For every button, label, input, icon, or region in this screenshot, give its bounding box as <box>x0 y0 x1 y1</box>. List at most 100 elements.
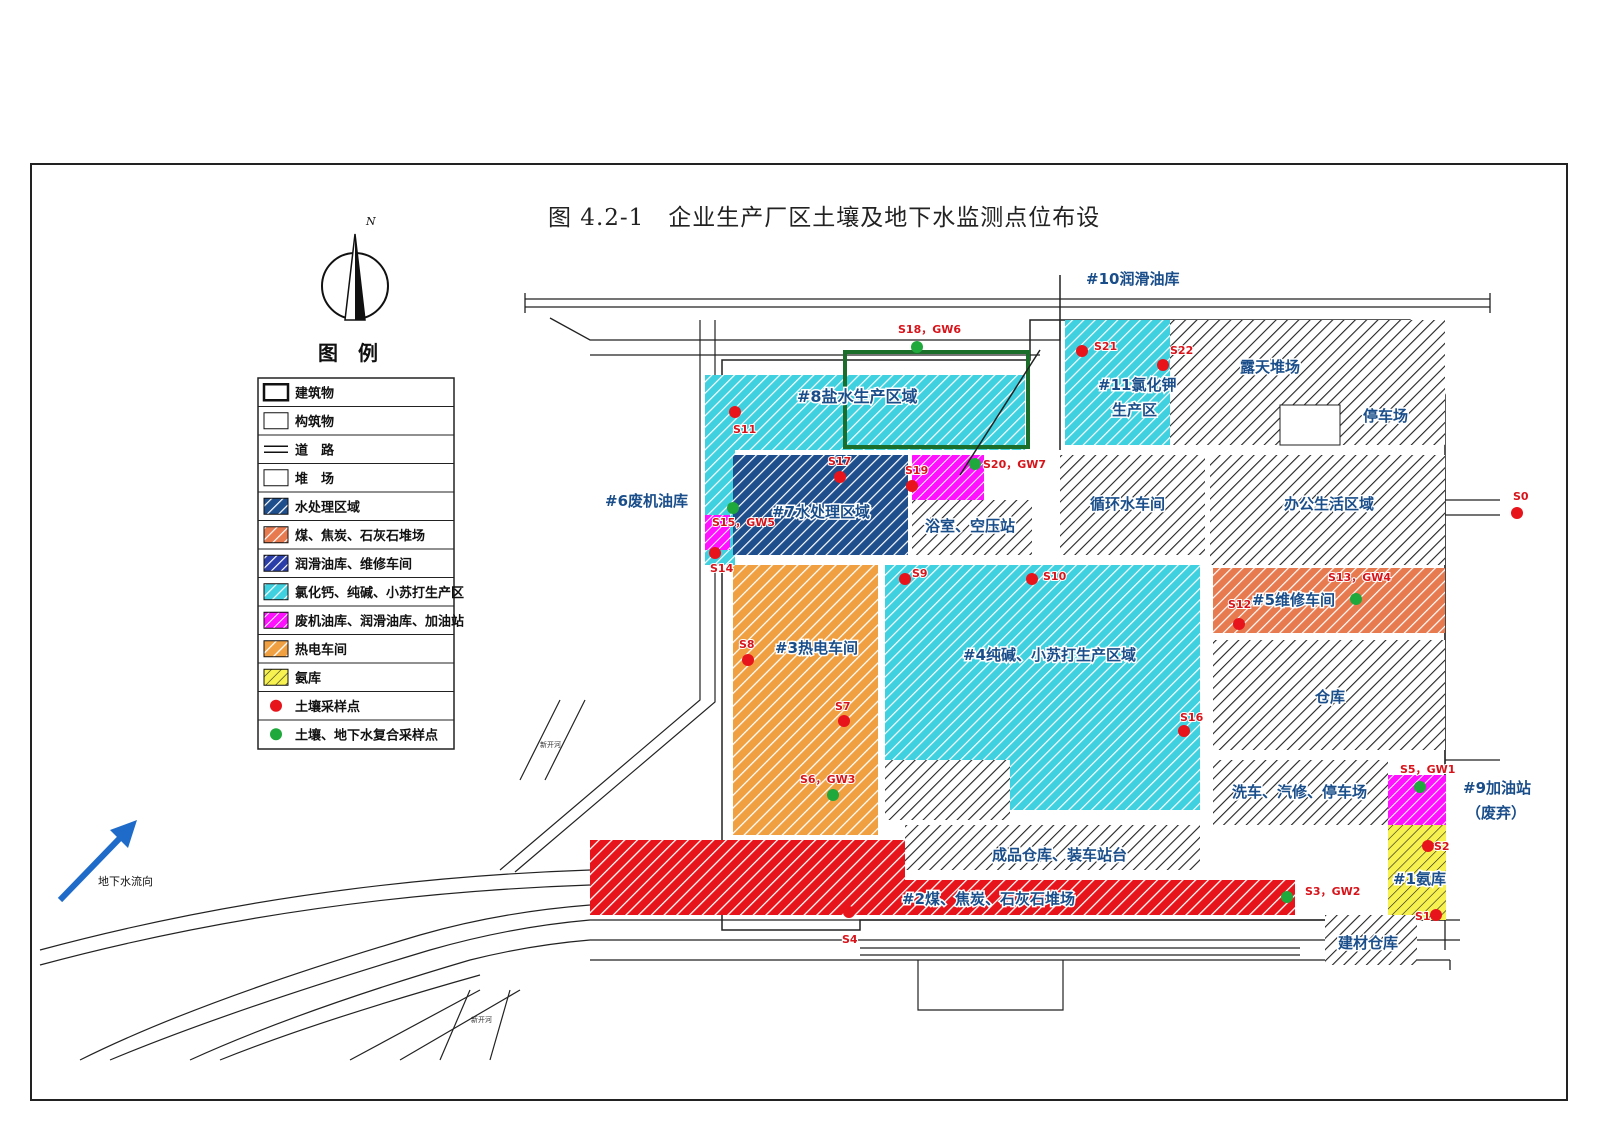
legend-label: 水处理区域 <box>295 499 360 515</box>
legend-item: 氯化钙、纯碱、小苏打生产区 <box>258 577 464 601</box>
zone-wash <box>1213 760 1388 825</box>
map-frame <box>30 163 1568 1101</box>
composite-point-S15 <box>727 502 739 514</box>
point-label-S20: S20，GW7 <box>983 458 1046 471</box>
point-label-S9: S9 <box>912 567 928 580</box>
zone-finished <box>905 825 1200 870</box>
zone-label-2: #2煤、焦炭、石灰石堆场 <box>902 890 1075 908</box>
point-label-S13: S13，GW4 <box>1328 571 1391 584</box>
zone-label-cooling: 循环水车间 <box>1090 495 1165 513</box>
soil-point-S9 <box>899 573 911 585</box>
legend-item: 土壤、地下水复合采样点 <box>258 719 454 743</box>
soil-point-S12 <box>1233 618 1245 630</box>
legend-item: 道 路 <box>258 434 454 458</box>
zone-office <box>1210 455 1445 565</box>
point-label-S16: S16 <box>1180 711 1204 724</box>
composite-point-S3 <box>1281 891 1293 903</box>
legend-symbol-dot <box>270 699 282 712</box>
zone-material <box>1325 915 1417 965</box>
zone-label-material: 建材仓库 <box>1338 934 1398 952</box>
soil-point-S7 <box>838 715 850 727</box>
soil-point-S0 <box>1511 507 1523 519</box>
legend-label: 废机油库、润滑油库、加油站 <box>295 613 464 629</box>
zone-3-power <box>733 565 878 835</box>
zone-label-parking: 停车场 <box>1363 407 1408 425</box>
legend-label: 氨库 <box>294 670 321 686</box>
legend-label: 热电车间 <box>295 642 347 658</box>
zone-label-8: #8盐水生产区域 <box>797 387 918 406</box>
soil-point-S1 <box>1430 909 1442 921</box>
soil-point-S19 <box>906 480 918 492</box>
groundwater-flow-label: 地下水流向 <box>98 874 153 888</box>
legend-symbol-hatch <box>263 497 289 515</box>
zone-labels: #8盐水生产区域 #10润滑油库 #11氯化钾 生产区 露天堆场 停车场 #6废… <box>604 269 1533 954</box>
point-label-S7: S7 <box>835 700 851 713</box>
zone-label-4: #4纯碱、小苏打生产区域 <box>963 646 1136 664</box>
legend-label: 堆 场 <box>295 471 334 487</box>
legend-symbol-hatch <box>263 526 289 544</box>
soil-point-S2 <box>1422 840 1434 852</box>
point-label-S18: S18，GW6 <box>898 323 961 336</box>
zone-label-9b: （废弃） <box>1466 804 1526 822</box>
point-label-S3: S3，GW2 <box>1305 885 1360 898</box>
point-label-S11: S11 <box>733 423 756 436</box>
legend-symbol-building <box>262 383 290 402</box>
point-label-S8: S8 <box>739 638 755 651</box>
soil-point-S14 <box>709 547 721 559</box>
point-label-S17: S17 <box>828 455 851 468</box>
soil-point-S10 <box>1026 573 1038 585</box>
legend-symbol-fill <box>263 640 289 658</box>
point-label-S15: S15，GW5 <box>712 516 775 529</box>
zone-cooling <box>1060 455 1205 555</box>
zone-label-office: 办公生活区域 <box>1284 495 1374 513</box>
zone-label-6: #6废机油库 <box>605 492 688 510</box>
legend-item: 土壤采样点 <box>258 691 454 715</box>
legend-item: 热电车间 <box>258 634 454 658</box>
page-title: 图 4.2-1 企业生产厂区土壤及地下水监测点位布设 <box>548 205 1101 231</box>
zone-label-9a: #9加油站 <box>1463 779 1531 797</box>
zone-label-wash: 洗车、汽修、停车场 <box>1232 783 1367 801</box>
legend-symbol-yard <box>263 469 289 487</box>
legend-symbol-dot <box>270 728 282 741</box>
point-label-S14: S14 <box>710 562 734 575</box>
point-label-S2: S2 <box>1434 840 1450 853</box>
zone-label-open-yard: 露天堆场 <box>1240 358 1300 376</box>
soil-point-S21 <box>1076 345 1088 357</box>
point-label-S10: S10 <box>1043 570 1067 583</box>
zone-warehouse <box>1213 640 1445 750</box>
compass-north-label: N <box>365 215 376 228</box>
zone-label-11a: #11氯化钾 <box>1098 376 1176 394</box>
zone-1-ammonia <box>1388 825 1446 920</box>
zone-label-warehouse: 仓库 <box>1314 688 1345 706</box>
legend-item: 煤、焦炭、石灰石堆场 <box>258 520 454 544</box>
point-label-S19: S19 <box>905 464 928 477</box>
point-label-S1: S1 <box>1415 910 1431 923</box>
legend-title: 图 例 <box>318 341 378 365</box>
legend-label: 煤、焦炭、石灰石堆场 <box>295 528 425 544</box>
composite-point-S20 <box>969 458 981 470</box>
soil-point-S11 <box>729 406 741 418</box>
sampling-points: S0 S1 S2 S3，GW2 S4 S5，GW1 S6，GW3 S7 S8 S… <box>709 322 1530 947</box>
zone-label-5: #5维修车间 <box>1252 591 1335 609</box>
north-compass-icon: N <box>321 215 389 321</box>
legend-symbol-fill <box>263 611 289 629</box>
zone-8-brine <box>705 375 1025 450</box>
composite-point-S5 <box>1414 781 1426 793</box>
legend-label: 氯化钙、纯碱、小苏打生产区 <box>295 585 464 601</box>
legend-item: 构筑物 <box>258 406 454 430</box>
legend-symbol-road <box>264 445 288 453</box>
svg-text:新开河: 新开河 <box>540 740 561 749</box>
soil-point-S8 <box>742 654 754 666</box>
legend-label: 建筑物 <box>295 385 334 401</box>
soil-point-S4 <box>843 906 855 918</box>
soil-point-S16 <box>1178 725 1190 737</box>
zone-label-7: #7水处理区域 <box>772 503 870 521</box>
point-label-S5: S5，GW1 <box>1400 763 1455 776</box>
soil-point-S22 <box>1157 359 1169 371</box>
zone-label-1: #1氨库 <box>1393 870 1446 888</box>
zone-11-kcl <box>1065 320 1170 445</box>
legend-item: 废机油库、润滑油库、加油站 <box>258 605 464 629</box>
legend-item: 氨库 <box>258 662 454 686</box>
legend-label: 构筑物 <box>295 414 334 430</box>
